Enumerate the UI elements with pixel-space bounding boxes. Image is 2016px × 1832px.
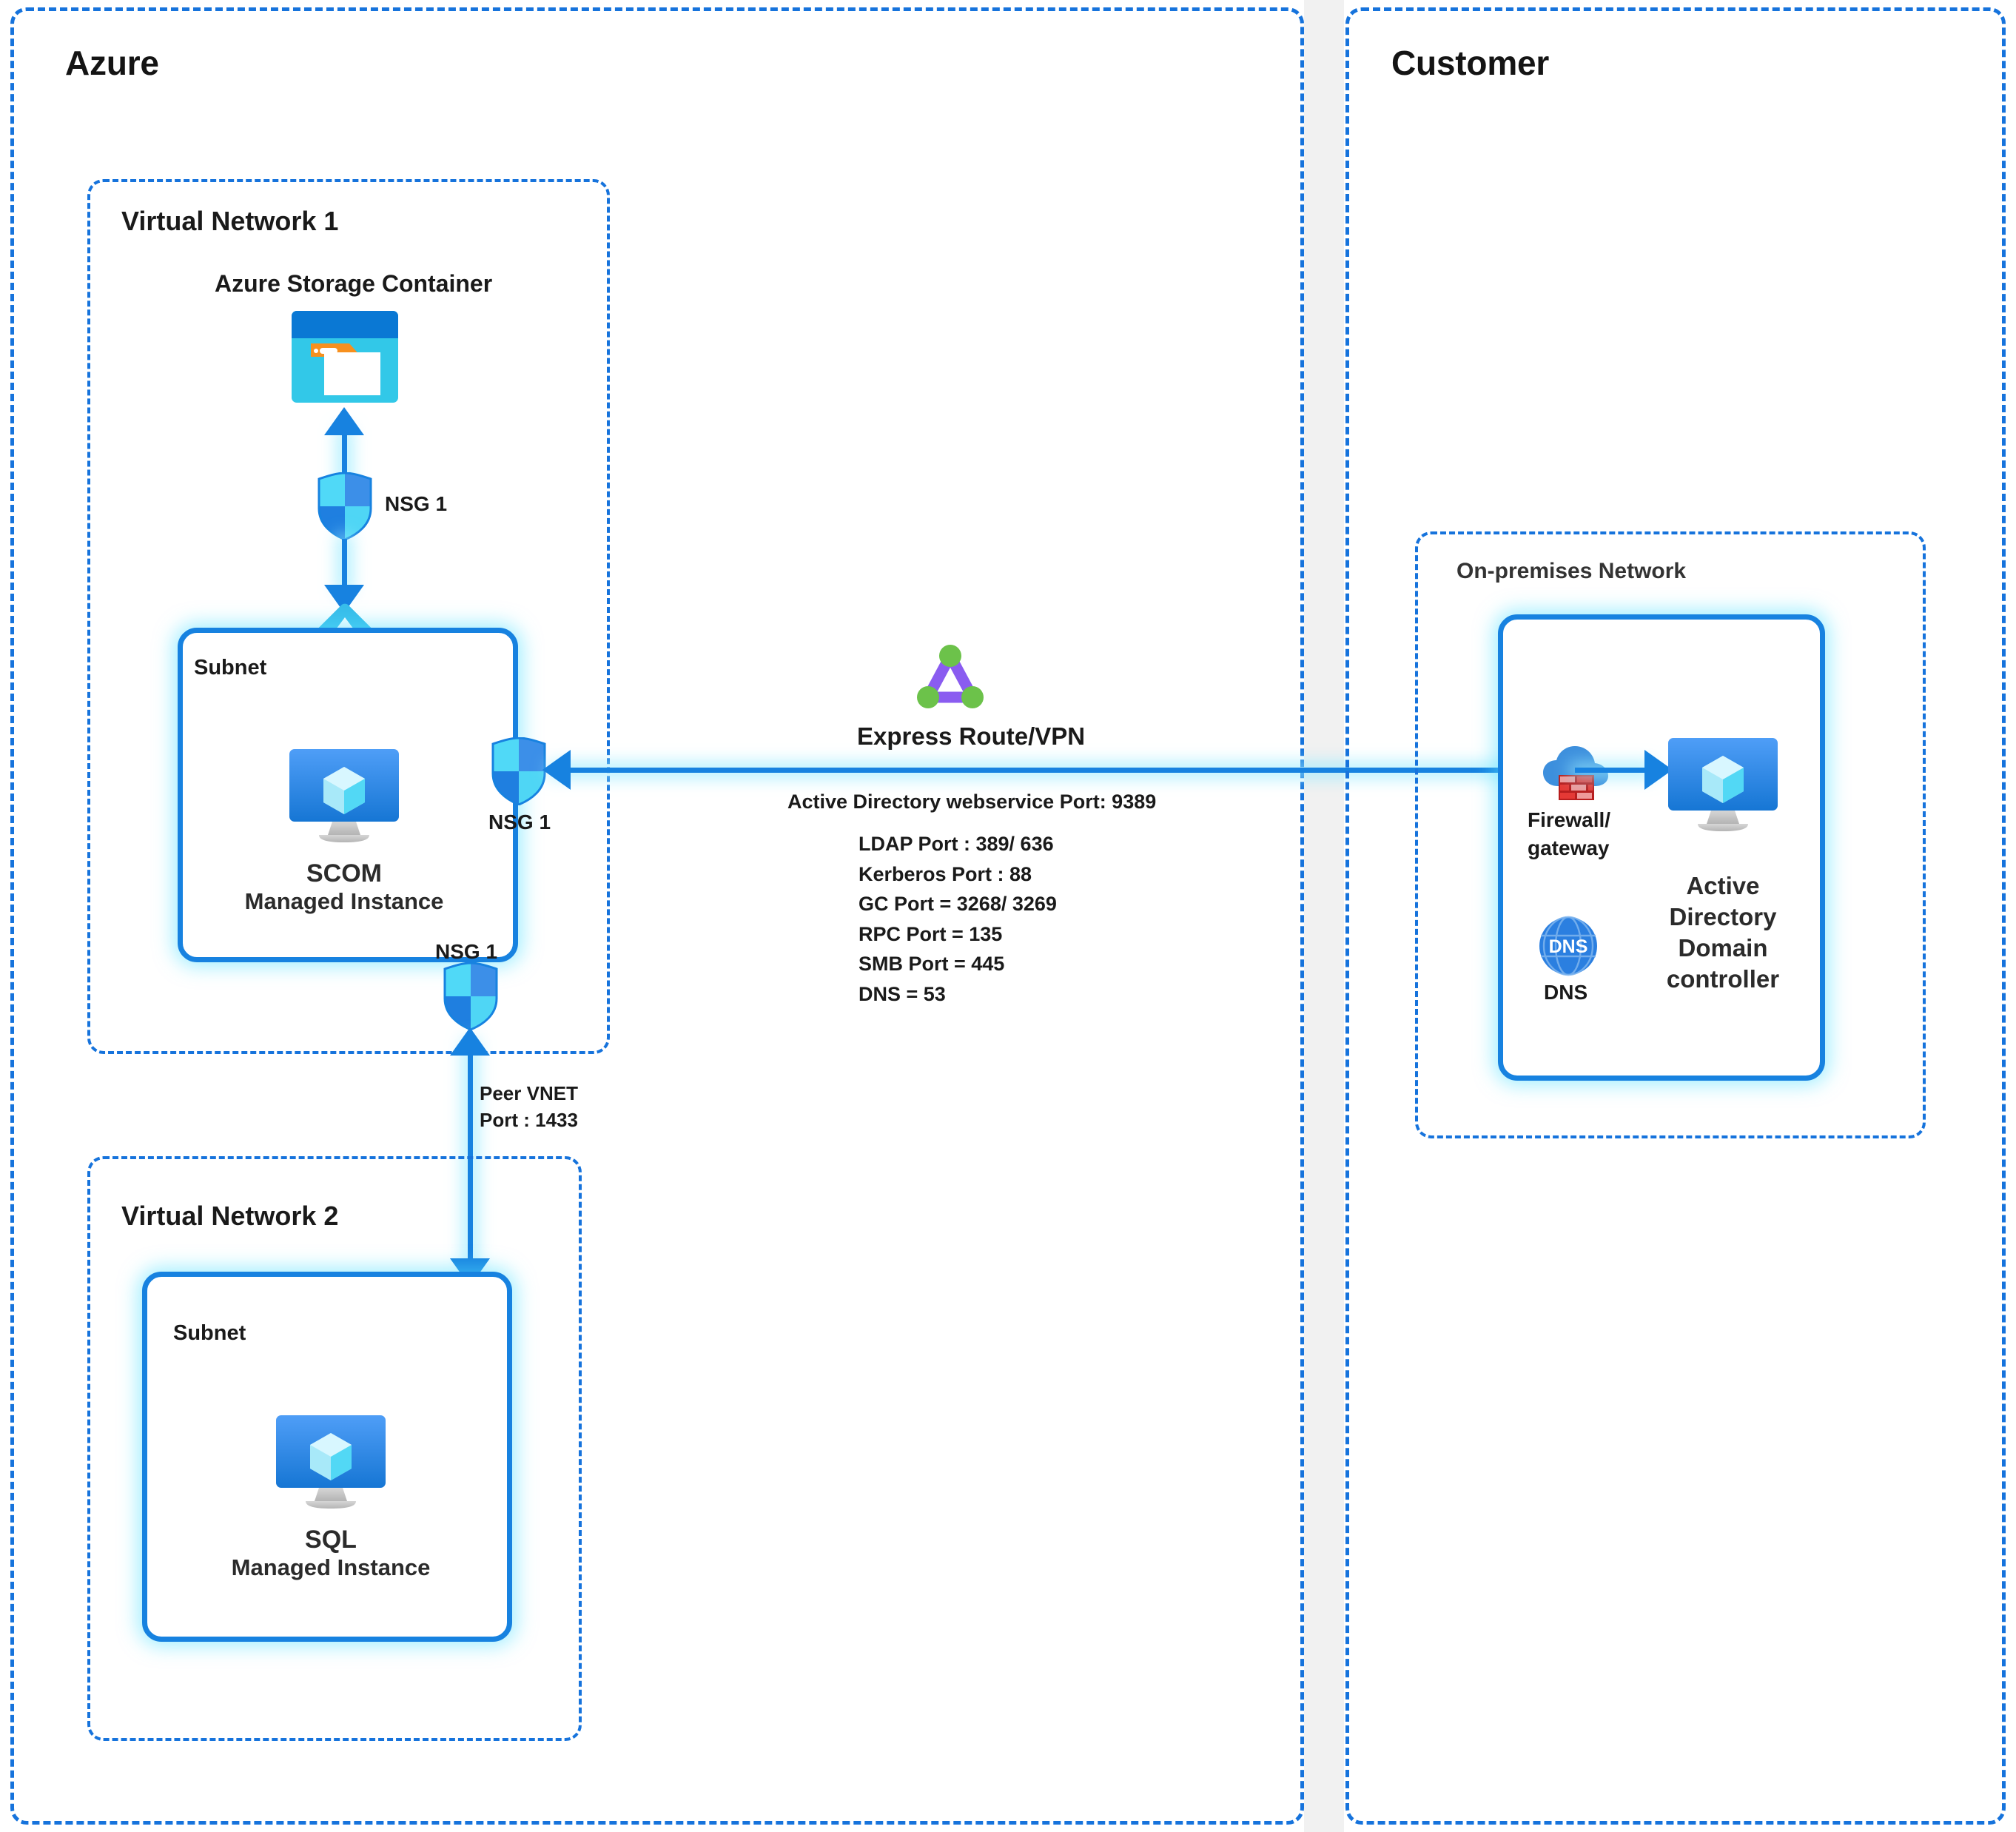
virtual-network-2-title: Virtual Network 2 bbox=[121, 1201, 339, 1231]
arrow-up-peer-vnet bbox=[450, 1027, 490, 1056]
arrow-up-to-storage bbox=[324, 407, 364, 435]
managed-instance-monitor-icon bbox=[285, 748, 403, 844]
port-item: RPC Port = 135 bbox=[859, 922, 1003, 945]
customer-zone-title: Customer bbox=[1391, 44, 1550, 82]
virtual-network-1-title: Virtual Network 1 bbox=[121, 206, 339, 236]
connector-nsg1-to-storage bbox=[342, 433, 347, 489]
nsg1-storage-label: NSG 1 bbox=[385, 492, 448, 515]
connector-nsg1-to-nat bbox=[342, 539, 347, 589]
on-premises-inner-box bbox=[1498, 614, 1825, 1081]
firewall-cloud-icon bbox=[1536, 740, 1617, 807]
nsg1-express-route-label: NSG 1 bbox=[488, 811, 551, 833]
arrow-left-to-scom-nsg bbox=[542, 750, 571, 790]
sql-node-title: SQL bbox=[305, 1526, 357, 1554]
on-premises-network-title: On-premises Network bbox=[1456, 559, 1687, 583]
peer-vnet-label-line1: Peer VNET bbox=[480, 1082, 578, 1104]
ports-list: LDAP Port : 389/ 636 Kerberos Port : 88 … bbox=[859, 829, 1057, 1009]
port-item: GC Port = 3268/ 3269 bbox=[859, 893, 1057, 915]
domain-controller-label-line2: Directory bbox=[1669, 903, 1777, 930]
express-route-vpn-title: Express Route/VPN bbox=[857, 722, 1086, 750]
domain-controller-label-line1: Active bbox=[1686, 872, 1760, 899]
connector-firewall-to-dc bbox=[1575, 768, 1649, 773]
port-item: SMB Port = 445 bbox=[859, 953, 1005, 975]
nsg-shield-icon bbox=[443, 962, 499, 1031]
ad-webservice-port-header: Active Directory webservice Port: 9389 bbox=[787, 791, 1157, 813]
virtual-network-2-box bbox=[87, 1156, 582, 1741]
nsg-shield-icon bbox=[491, 737, 547, 806]
svg-text:DNS: DNS bbox=[1549, 936, 1588, 957]
on-premises-network-box bbox=[1415, 531, 1926, 1138]
port-item: DNS = 53 bbox=[859, 982, 946, 1005]
dns-label: DNS bbox=[1544, 981, 1588, 1004]
sql-node-subtitle: Managed Instance bbox=[231, 1554, 431, 1580]
managed-instance-monitor-icon bbox=[272, 1414, 390, 1510]
domain-controller-label-line4: controller bbox=[1666, 965, 1780, 993]
peer-vnet-label-line2: Port : 1433 bbox=[480, 1109, 578, 1131]
firewall-gateway-label-line2: gateway bbox=[1528, 836, 1610, 859]
domain-controller-label-line3: Domain bbox=[1678, 934, 1768, 962]
dns-globe-icon: DNS bbox=[1538, 916, 1599, 976]
customer-zone-box bbox=[1345, 7, 2006, 1825]
managed-instance-monitor-icon bbox=[1664, 737, 1782, 833]
scom-node-title: SCOM bbox=[306, 859, 382, 888]
port-item: LDAP Port : 389/ 636 bbox=[859, 833, 1054, 855]
zone-divider-strip bbox=[1304, 0, 1344, 1832]
connector-peer-vnet bbox=[468, 1044, 473, 1266]
arrow-right-to-domain-controller bbox=[1644, 750, 1673, 790]
port-item: Kerberos Port : 88 bbox=[859, 862, 1032, 885]
azure-zone-title: Azure bbox=[65, 44, 159, 82]
express-route-triangle-icon bbox=[912, 642, 989, 714]
scom-subnet-label: Subnet bbox=[194, 656, 267, 680]
virtual-network-1-box bbox=[87, 179, 610, 1054]
azure-zone-box bbox=[10, 7, 1304, 1825]
firewall-gateway-label-line1: Firewall/ bbox=[1528, 808, 1611, 831]
sql-subnet-label: Subnet bbox=[173, 1321, 246, 1345]
azure-storage-container-title: Azure Storage Container bbox=[215, 270, 493, 297]
azure-storage-container-icon bbox=[290, 309, 400, 404]
scom-subnet-nsg1-bottom-label: NSG 1 bbox=[435, 940, 498, 963]
connector-express-route-line bbox=[554, 768, 1575, 773]
scom-node-subtitle: Managed Instance bbox=[244, 888, 444, 914]
nsg-shield-icon bbox=[317, 472, 373, 541]
